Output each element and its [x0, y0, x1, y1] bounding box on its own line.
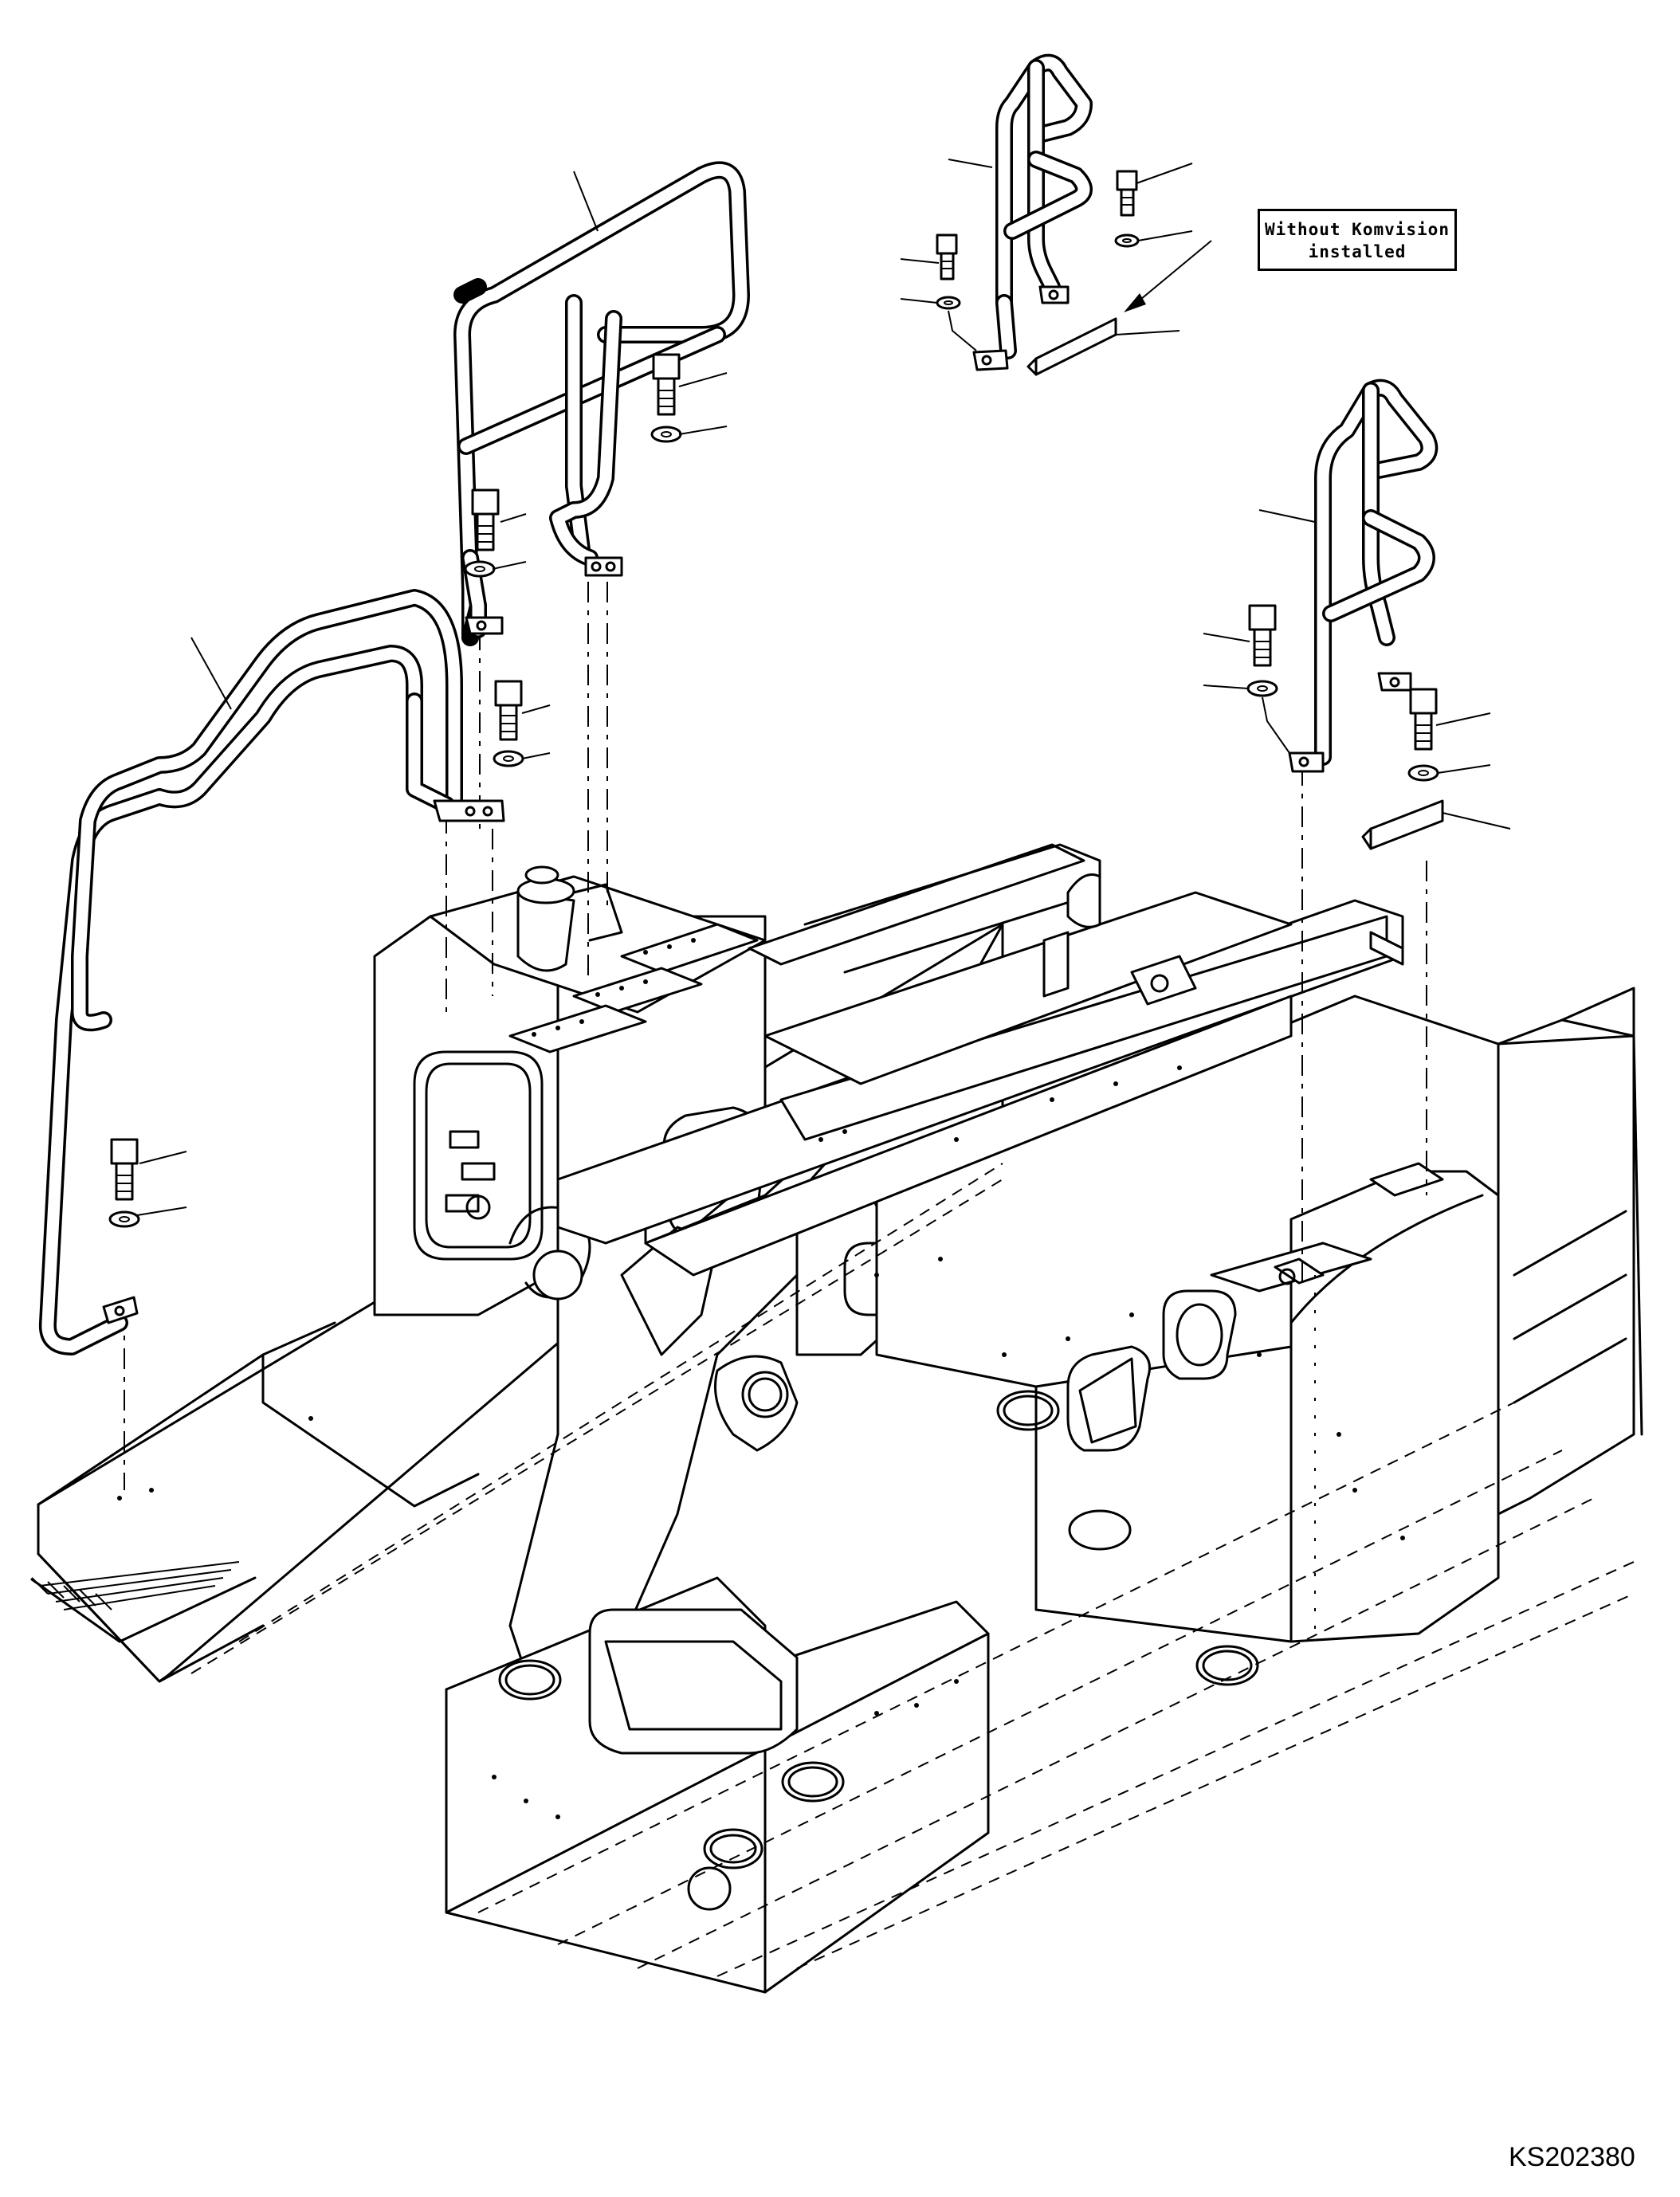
- step-handrail-icon: [38, 589, 505, 1355]
- callout-note: Without Komvision installed: [1258, 209, 1457, 271]
- plate-icons: [1026, 317, 1444, 850]
- leader-lines: [136, 163, 1511, 1216]
- revolving-frame: [30, 843, 1643, 1994]
- handrail-top-icon: [972, 53, 1093, 371]
- bolt-icons: [110, 170, 1438, 1201]
- assembly-lines: [124, 582, 1427, 1490]
- callout-line-1: Without Komvision: [1265, 220, 1450, 239]
- figure-id: KS202380: [1509, 2142, 1635, 2172]
- callout-line-2: installed: [1308, 242, 1407, 261]
- handrail-center-icon: [453, 161, 750, 646]
- handrail-right-icon: [1288, 379, 1439, 773]
